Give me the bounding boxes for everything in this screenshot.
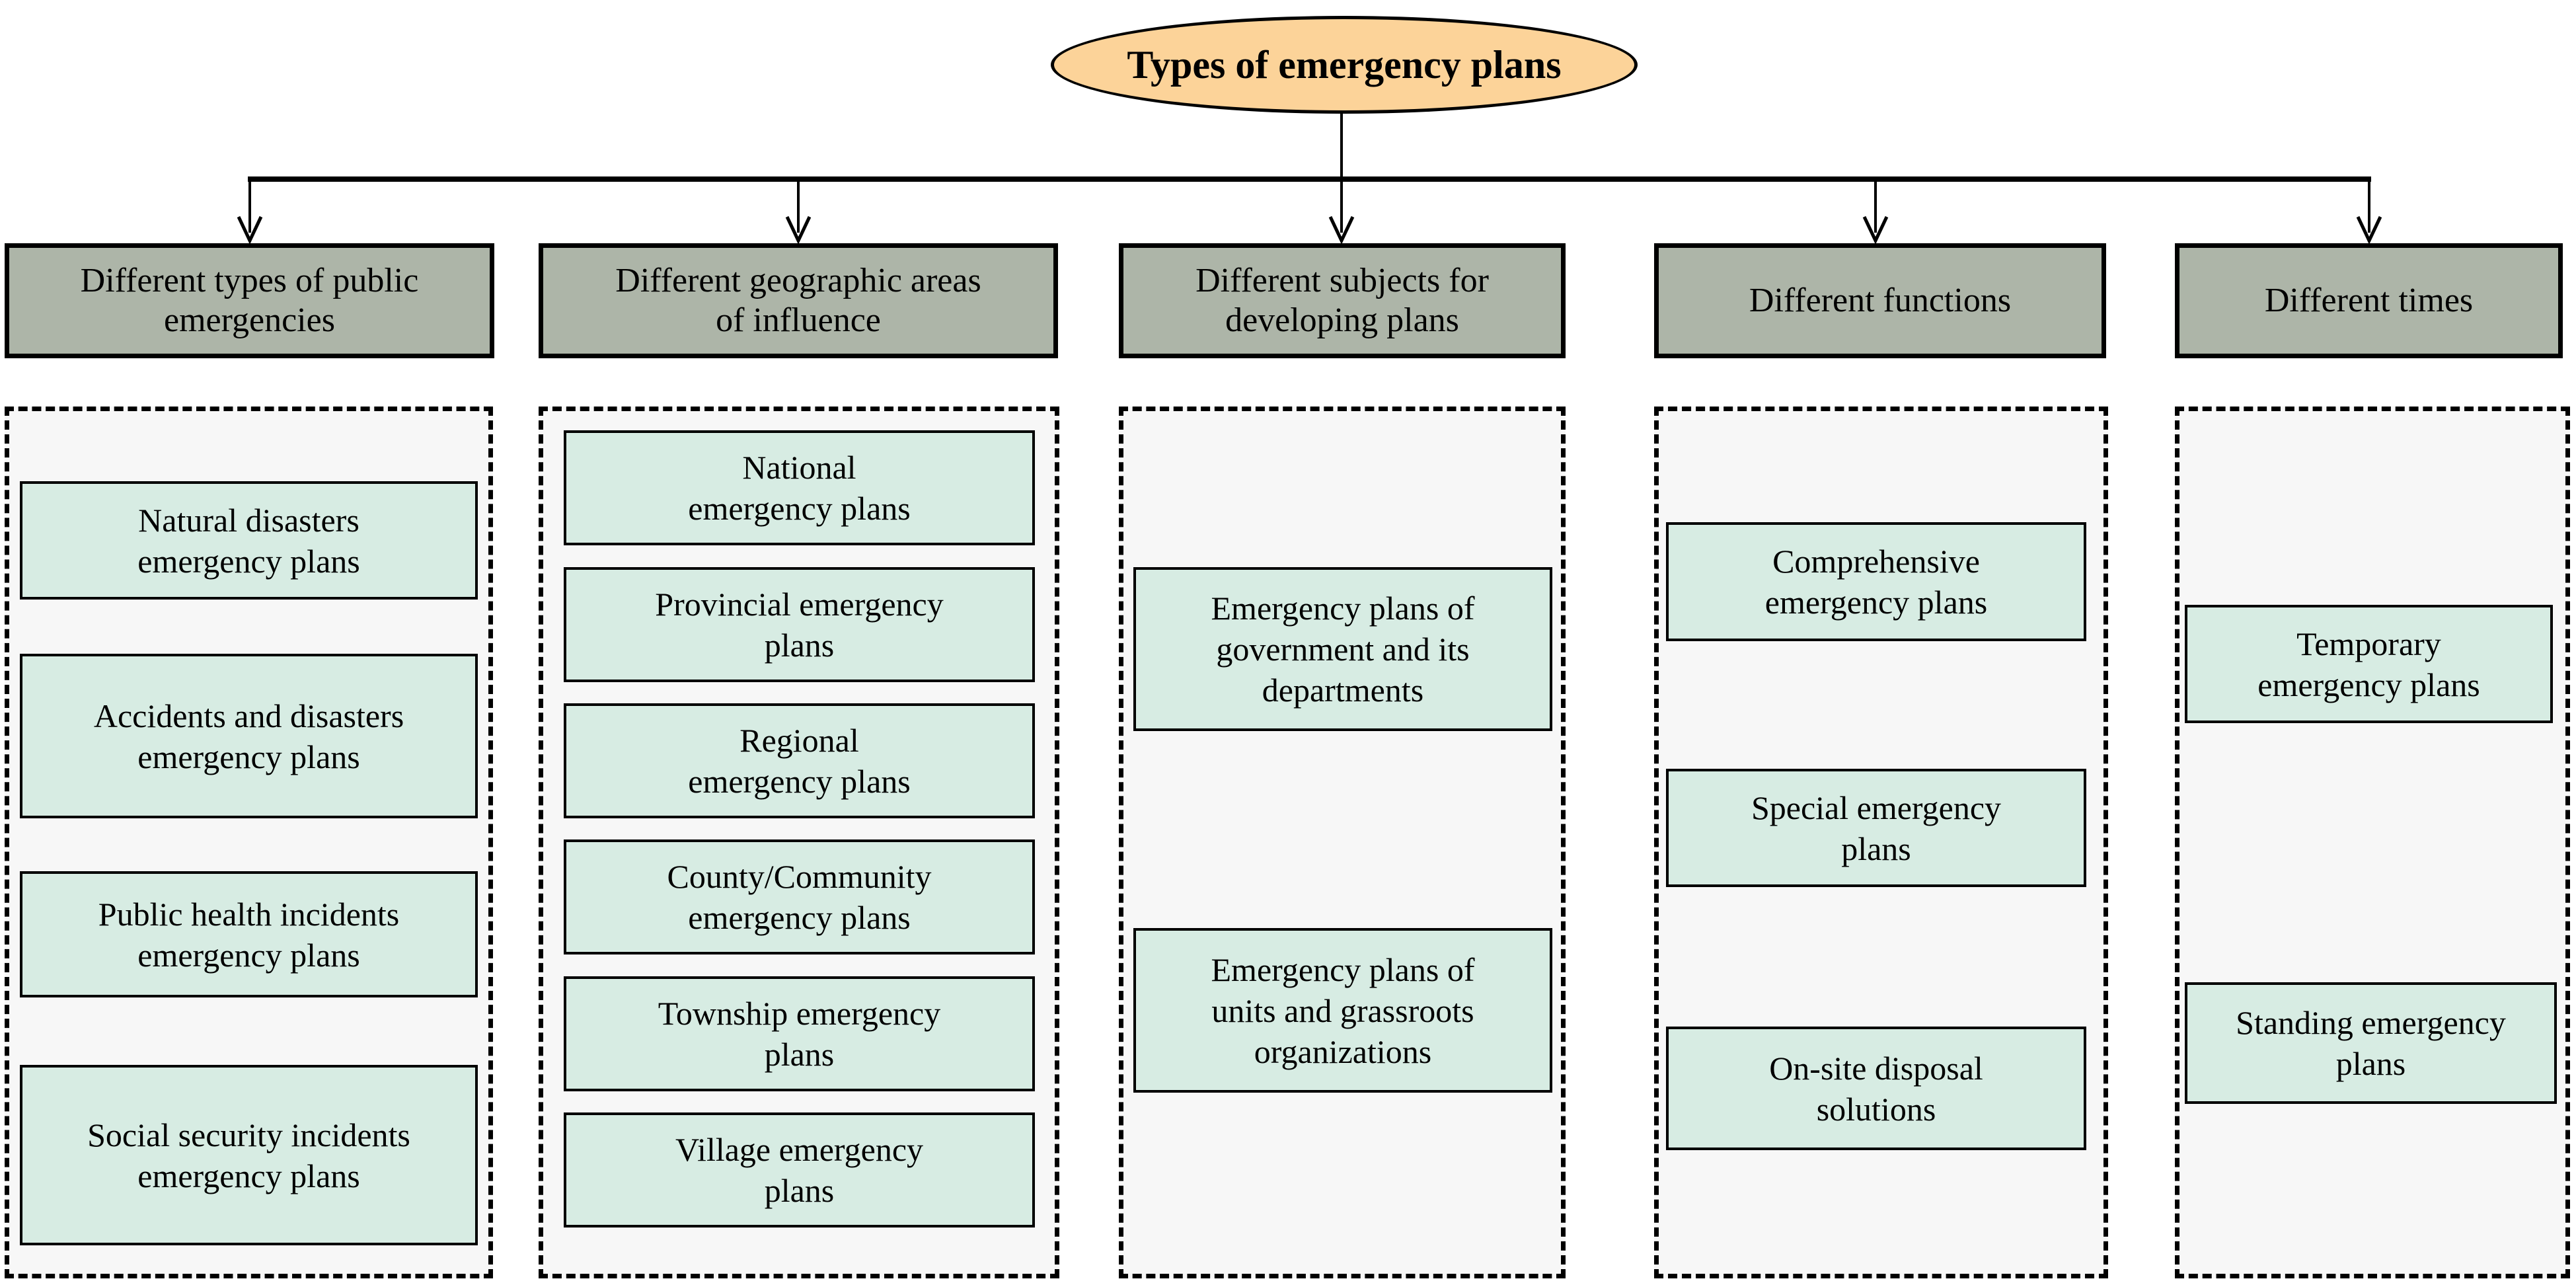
plan-node: Temporary emergency plans: [2185, 605, 2553, 723]
root-node-label: Types of emergency plans: [1127, 42, 1562, 87]
group-panel-developing-subjects: [1119, 407, 1566, 1278]
plan-node: On-site disposal solutions: [1666, 1027, 2086, 1150]
category-header-functions: Different functions: [1654, 243, 2106, 358]
plan-node: Public health incidents emergency plans: [20, 871, 478, 997]
plan-node: National emergency plans: [564, 430, 1035, 545]
plan-node: Regional emergency plans: [564, 703, 1035, 818]
plan-node: Township emergency plans: [564, 976, 1035, 1091]
arrowhead-icon: [237, 215, 263, 245]
root-node-types-of-emergency-plans: Types of emergency plans: [1051, 16, 1638, 114]
connector-lines: [237, 104, 2382, 245]
plan-node: Provincial emergency plans: [564, 567, 1035, 682]
plan-node: Village emergency plans: [564, 1112, 1035, 1227]
category-header-geographic-areas: Different geographic areas of influence: [539, 243, 1058, 358]
plan-node: Social security incidents emergency plan…: [20, 1065, 478, 1245]
plan-node: Emergency plans of government and its de…: [1133, 567, 1552, 731]
arrowhead-icon: [1328, 215, 1355, 245]
arrowhead-icon: [1862, 215, 1889, 245]
plan-node: Standing emergency plans: [2185, 982, 2557, 1104]
plan-node: Comprehensive emergency plans: [1666, 522, 2086, 641]
category-header-times: Different times: [2175, 243, 2563, 358]
plan-node: Emergency plans of units and grassroots …: [1133, 928, 1552, 1093]
plan-node: County/Community emergency plans: [564, 839, 1035, 954]
plan-node: Accidents and disasters emergency plans: [20, 654, 478, 818]
category-header-public-emergency-types: Different types of public emergencies: [5, 243, 494, 358]
plan-node: Special emergency plans: [1666, 769, 2086, 887]
arrowhead-icon: [2356, 215, 2382, 245]
arrowhead-icon: [785, 215, 812, 245]
plan-node: Natural disasters emergency plans: [20, 481, 478, 600]
category-header-developing-subjects: Different subjects for developing plans: [1119, 243, 1566, 358]
group-panel-times: [2175, 407, 2570, 1278]
